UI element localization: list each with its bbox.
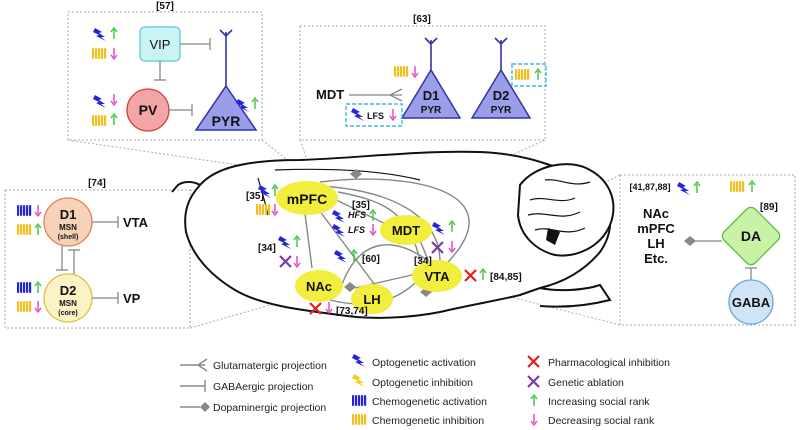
d2-pyr-neuron	[470, 68, 532, 119]
pyr-label: PYR	[212, 113, 241, 129]
pv-label: PV	[139, 102, 158, 118]
lh-label: LH	[363, 292, 380, 307]
da-node	[721, 206, 781, 266]
hfs-label: HFS	[348, 210, 366, 220]
legend-chemo-inhibition-label: Chemogenetic inhibition	[372, 415, 484, 427]
region-vta	[412, 260, 462, 292]
chemogenetic-inhibition-icon	[17, 224, 32, 235]
legend-opto-inhibition-label: Optogenetic inhibition	[372, 377, 473, 389]
d2-msn-label: D2	[60, 283, 77, 298]
lfs-box	[345, 103, 403, 127]
region-nac	[295, 270, 343, 302]
nac-label: NAc	[306, 279, 332, 294]
vip-label: VIP	[150, 37, 171, 52]
legend-chemo-activation-label: Chemogenetic activation	[372, 396, 487, 408]
panel-cortex-microcircuit: [57] VIP PV PYR	[67, 1, 263, 141]
chemogenetic-activation-icon	[17, 205, 32, 216]
d1-msn-label: D1	[60, 207, 77, 222]
legend-dopaminergic-label: Dopaminergic projection	[213, 402, 326, 414]
d1-pyr-neuron	[400, 68, 462, 119]
chemogenetic-inhibition-icon	[256, 204, 271, 215]
legend-pharm-inhibition-label: Pharmacological inhibition	[548, 357, 670, 369]
da-target-etc: Etc.	[644, 251, 668, 266]
chemogenetic-inhibition-icon	[515, 69, 530, 80]
ref-73-74: [73,74]	[336, 306, 368, 317]
panel-vta-da: [41,87,88] [89] NAc mPFC LH Etc. DA GABA	[619, 174, 796, 326]
ref-35-mdt: [35]	[352, 200, 370, 211]
vta-label: VTA	[424, 269, 450, 284]
mdt-source-label: MDT	[316, 87, 344, 102]
da-target-lh: LH	[647, 236, 664, 251]
ref-74: [74]	[88, 178, 106, 189]
legend: Glutamatergic projection GABAergic proje…	[180, 354, 670, 427]
chemogenetic-inhibition-icon	[92, 115, 107, 126]
legend-increase-rank-label: Increasing social rank	[548, 396, 650, 408]
legend-decrease-rank-label: Decreasing social rank	[548, 415, 655, 427]
mpfc-label: mPFC	[287, 191, 327, 207]
ref-57: [57]	[156, 1, 174, 12]
brain-sagittal: mPFC MDT NAc LH VTA [35] [35] HFS LFS [3…	[171, 150, 615, 319]
legend-opto-activation-label: Optogenetic activation	[372, 357, 476, 369]
chemogenetic-inhibition-icon	[394, 66, 409, 77]
legend-glutamatergic: Glutamatergic projection	[180, 358, 327, 372]
vp-target-label: VP	[123, 291, 141, 306]
da-target-nac: NAc	[643, 206, 669, 221]
da-target-mpfc: mPFC	[637, 221, 675, 236]
panel-mdt-pfc: [63] MDT D1 PYR LFS D2 PYR	[299, 14, 547, 141]
cerebellum	[516, 163, 615, 257]
ref-34-nac: [34]	[258, 243, 276, 254]
d1-msn-sub: MSN	[59, 223, 77, 232]
panel-nac-msn: [74] D1 MSN (shell) VTA D2 MSN (core) VP	[4, 178, 191, 329]
gaba-label: GABA	[732, 295, 771, 310]
legend-gabaergic-label: GABAergic projection	[213, 381, 314, 393]
legend-gabaergic: GABAergic projection	[180, 380, 314, 393]
legend-glutamatergic-label: Glutamatergic projection	[213, 360, 327, 372]
d2-pyr-label: PYR	[491, 105, 512, 116]
d2-msn-sub: MSN	[59, 299, 77, 308]
ref-34-mdt: [34]	[414, 256, 432, 267]
chemogenetic-activation-icon	[17, 282, 32, 293]
region-mpfc	[276, 181, 338, 215]
ref-89: [89]	[760, 202, 778, 213]
lfs-label: LFS	[367, 111, 384, 121]
d2-chemo-box	[511, 63, 547, 87]
ref-41-87-88: [41,87,88]	[629, 182, 670, 192]
region-mdt	[380, 215, 432, 245]
ref-63: [63]	[413, 14, 431, 25]
ref-60: [60]	[362, 254, 380, 265]
d2-msn-core: (core)	[58, 310, 77, 317]
ref-84-85: [84,85]	[490, 272, 522, 283]
legend-dopaminergic: Dopaminergic projection	[180, 402, 326, 414]
chemogenetic-inhibition-icon	[92, 48, 107, 59]
ref-35-mpfc: [35]	[246, 191, 264, 202]
mdt-label: MDT	[392, 223, 420, 238]
d2-label: D2	[493, 88, 510, 103]
chemogenetic-inhibition-icon	[730, 181, 745, 192]
vta-target-label: VTA	[123, 215, 149, 230]
region-lh	[351, 284, 393, 314]
chemogenetic-inhibition-icon	[17, 301, 32, 312]
lfs-brain-label: LFS	[348, 225, 365, 235]
d1-msn-shell: (shell)	[58, 234, 79, 241]
da-label: DA	[741, 228, 761, 244]
gaba-node	[728, 279, 774, 325]
d1-pyr-label: PYR	[421, 105, 442, 116]
legend-genetic-ablation-label: Genetic ablation	[548, 377, 624, 389]
d1-label: D1	[423, 88, 440, 103]
